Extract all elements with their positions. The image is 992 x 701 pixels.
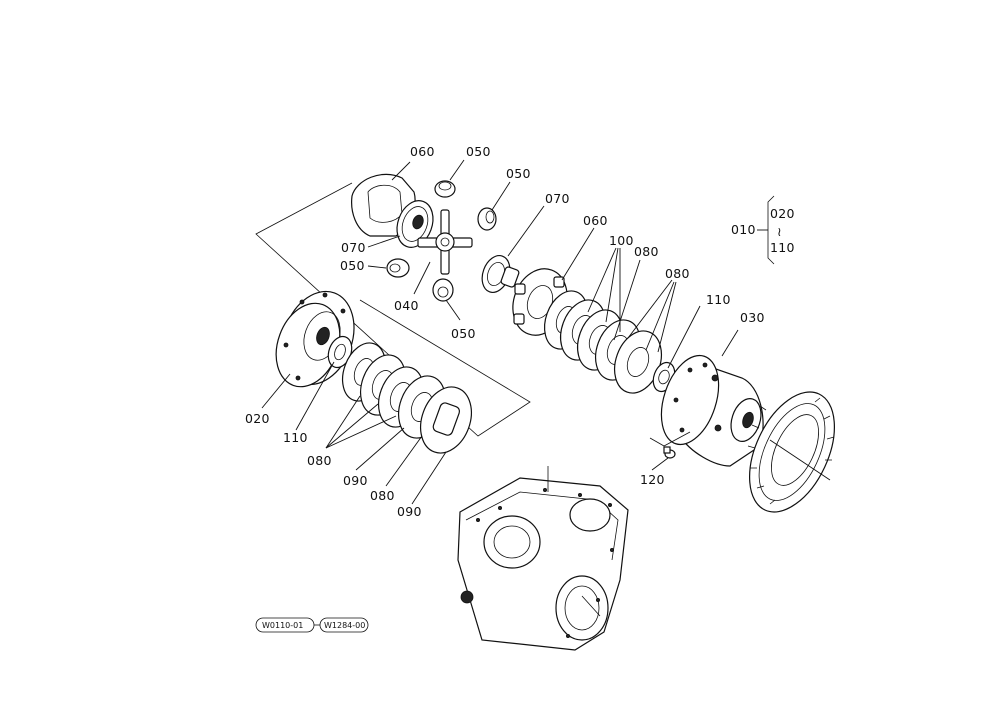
ref-code-1: W0110-01 xyxy=(262,621,303,630)
transmission-housing xyxy=(457,466,629,651)
label-050-pinion-top: 050 xyxy=(466,144,491,159)
spider-shaft xyxy=(417,209,473,275)
legend-parent-label: 010 xyxy=(731,222,756,237)
label-020-cover: 020 xyxy=(245,411,270,426)
thrust-washer-left xyxy=(327,335,353,369)
pinion-gear-right xyxy=(477,207,497,231)
left-clutch-disc-stack xyxy=(341,342,472,454)
label-050-pinion-right: 050 xyxy=(506,166,531,181)
label-050-pinion-left: 050 xyxy=(340,258,365,273)
label-060-case: 060 xyxy=(410,144,435,159)
label-070-side-gear: 070 xyxy=(341,240,366,255)
label-040-spider: 040 xyxy=(394,298,419,313)
label-080-left-b: 080 xyxy=(370,488,395,503)
differential-case xyxy=(660,354,764,467)
label-090-left-a: 090 xyxy=(343,473,368,488)
label-080-right-b: 080 xyxy=(665,266,690,281)
label-110-washer-right: 110 xyxy=(706,292,731,307)
pinion-gear-top xyxy=(434,180,456,198)
label-120-bolt: 120 xyxy=(640,472,665,487)
ref-code-2: W1284-00 xyxy=(324,621,365,630)
leader-lines xyxy=(261,159,739,505)
label-080-left-a: 080 xyxy=(307,453,332,468)
legend-from-label: 020 xyxy=(770,206,795,221)
label-080-right-a: 080 xyxy=(634,244,659,259)
pinion-gear-bottom xyxy=(432,278,454,302)
label-110-washer-left: 110 xyxy=(283,430,308,445)
side-gear-right xyxy=(481,255,520,293)
label-050-pinion-bottom: 050 xyxy=(451,326,476,341)
label-060-case-right: 060 xyxy=(583,213,608,228)
label-030-diff-case: 030 xyxy=(740,310,765,325)
assembly-legend: 010 020 ≀ 110 xyxy=(731,195,795,265)
legend-to-label: 110 xyxy=(770,240,795,255)
ring-gear xyxy=(747,391,835,513)
bolt-part xyxy=(649,431,691,459)
legend-separator: ≀ xyxy=(777,224,782,239)
reference-codes: W0110-01 W1284-00 xyxy=(255,617,369,633)
side-gear-left xyxy=(396,200,434,248)
pinion-gear-left xyxy=(386,258,410,278)
right-clutch-disc-stack xyxy=(543,290,662,394)
group-outline xyxy=(255,182,531,437)
label-090-left-b: 090 xyxy=(397,504,422,519)
label-070-side-gear-right: 070 xyxy=(545,191,570,206)
label-100: 100 xyxy=(609,233,634,248)
